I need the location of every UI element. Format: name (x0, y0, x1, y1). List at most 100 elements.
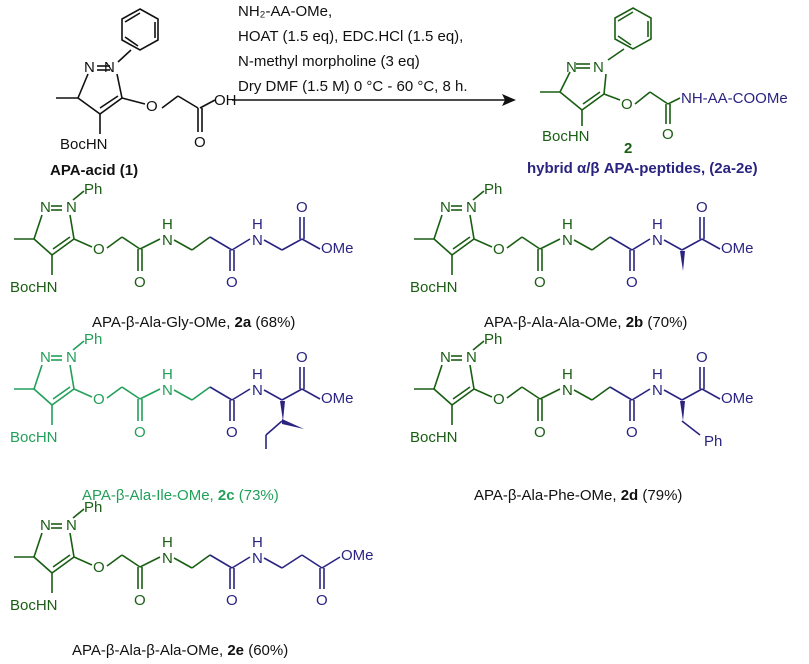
compound-name: APA-β-Ala-β-Ala-OMe, (72, 642, 227, 659)
generic-product-structure (540, 7, 681, 126)
bond (539, 388, 561, 400)
compound-code: 2b (626, 314, 644, 331)
bond (452, 236, 471, 250)
atom-h-amide2: H (252, 366, 263, 383)
bond (51, 388, 75, 406)
bond (521, 386, 541, 400)
group-bochn: BocHN (542, 128, 590, 145)
phenyl-label: Ph (484, 181, 502, 198)
bond (69, 532, 75, 558)
atom-o-ester-carbonyl: O (696, 349, 708, 366)
bond (591, 236, 611, 251)
atom-n1: N (66, 199, 77, 216)
bond (265, 420, 283, 436)
atom-o-ester-carbonyl: O (296, 349, 308, 366)
bond (173, 557, 193, 569)
compound-yield: (73%) (235, 487, 279, 504)
bond (106, 554, 123, 567)
phenyl-ring (121, 8, 159, 51)
bond (472, 340, 485, 351)
compound-caption: APA-β-Ala-β-Ala-OMe, 2e (60%) (72, 642, 288, 659)
group-ome: OMe (721, 390, 754, 407)
bond (701, 388, 721, 400)
bond (209, 386, 233, 401)
phenyl-ring (614, 7, 652, 50)
bond (451, 388, 475, 406)
bond (69, 364, 75, 390)
atom-n1: N (466, 349, 477, 366)
group-bochn: BocHN (60, 136, 108, 153)
product-number: 2 (624, 140, 632, 157)
compound-caption: APA-β-Ala-Phe-OMe, 2d (79%) (474, 487, 682, 504)
bond (663, 389, 683, 401)
group-bochn: BocHN (10, 429, 58, 446)
wedge-bond (280, 401, 285, 421)
group-bochn: BocHN (410, 279, 458, 296)
atom-n2: N (84, 59, 95, 76)
reaction-arrow (232, 94, 516, 106)
atom-n-amide1: N (162, 550, 173, 567)
compound-code: 2d (621, 487, 639, 504)
atom-n2: N (440, 199, 451, 216)
atom-h-amide1: H (562, 216, 573, 233)
bond (209, 236, 233, 251)
bond (52, 386, 71, 400)
bond (121, 236, 141, 250)
atom-o-carbonyl2: O (226, 424, 238, 441)
group-ome: OMe (721, 240, 754, 257)
atom-h-amide2: H (252, 216, 263, 233)
atom-n2: N (440, 349, 451, 366)
atom-n-amide2: N (252, 382, 263, 399)
atom-n2: N (40, 349, 51, 366)
bond (209, 554, 233, 569)
atom-h-amide2: H (252, 534, 263, 551)
bond (106, 236, 123, 249)
compound-code: 2e (227, 642, 244, 659)
bond (263, 389, 283, 401)
compound-caption: APA-β-Ala-Gly-OMe, 2a (68%) (92, 314, 295, 331)
compound-yield: (79%) (638, 487, 682, 504)
atom-o-carbonyl2: O (226, 274, 238, 291)
bond (191, 386, 211, 401)
atom-n-amide1: N (162, 382, 173, 399)
atom-o-carbonyl2: O (226, 592, 238, 609)
compound-yield: (60%) (244, 642, 288, 659)
bond (121, 386, 141, 400)
bond (72, 190, 85, 201)
bond (451, 238, 475, 256)
atom-h-amide1: H (162, 216, 173, 233)
wedge-bond (282, 419, 304, 429)
group-oh: OH (214, 92, 237, 109)
bond (701, 238, 721, 250)
compound-name: APA-β-Ala-Ile-OMe, (82, 487, 218, 504)
bond (51, 556, 75, 574)
atom-h-amide1: H (162, 366, 173, 383)
atom-n1: N (593, 59, 604, 76)
phenyl-label: Ph (84, 181, 102, 198)
bond (33, 214, 43, 240)
bond (73, 388, 93, 398)
atom-o-carbonyl: O (194, 134, 206, 151)
bond (281, 388, 303, 401)
bond (33, 556, 53, 574)
bond (681, 388, 703, 401)
bond (139, 556, 161, 568)
bond (591, 386, 611, 401)
bond (681, 420, 701, 436)
atom-o-carbonyl2: O (626, 274, 638, 291)
reagent-line-2: HOAT (1.5 eq), EDC.HCl (1.5 eq), (238, 28, 463, 45)
atom-n1: N (66, 517, 77, 534)
bond (69, 214, 75, 240)
atom-h-amide1: H (162, 534, 173, 551)
atom-n2: N (40, 517, 51, 534)
bond (121, 554, 141, 568)
compound-name: APA-β-Ala-Phe-OMe, (474, 487, 621, 504)
atom-o-carbonyl: O (134, 274, 146, 291)
bond (433, 388, 453, 406)
atom-o-ether: O (93, 241, 105, 258)
compound-caption: APA-β-Ala-Ile-OMe, 2c (73%) (82, 487, 279, 504)
compound-name: APA-β-Ala-Ala-OMe, (484, 314, 626, 331)
